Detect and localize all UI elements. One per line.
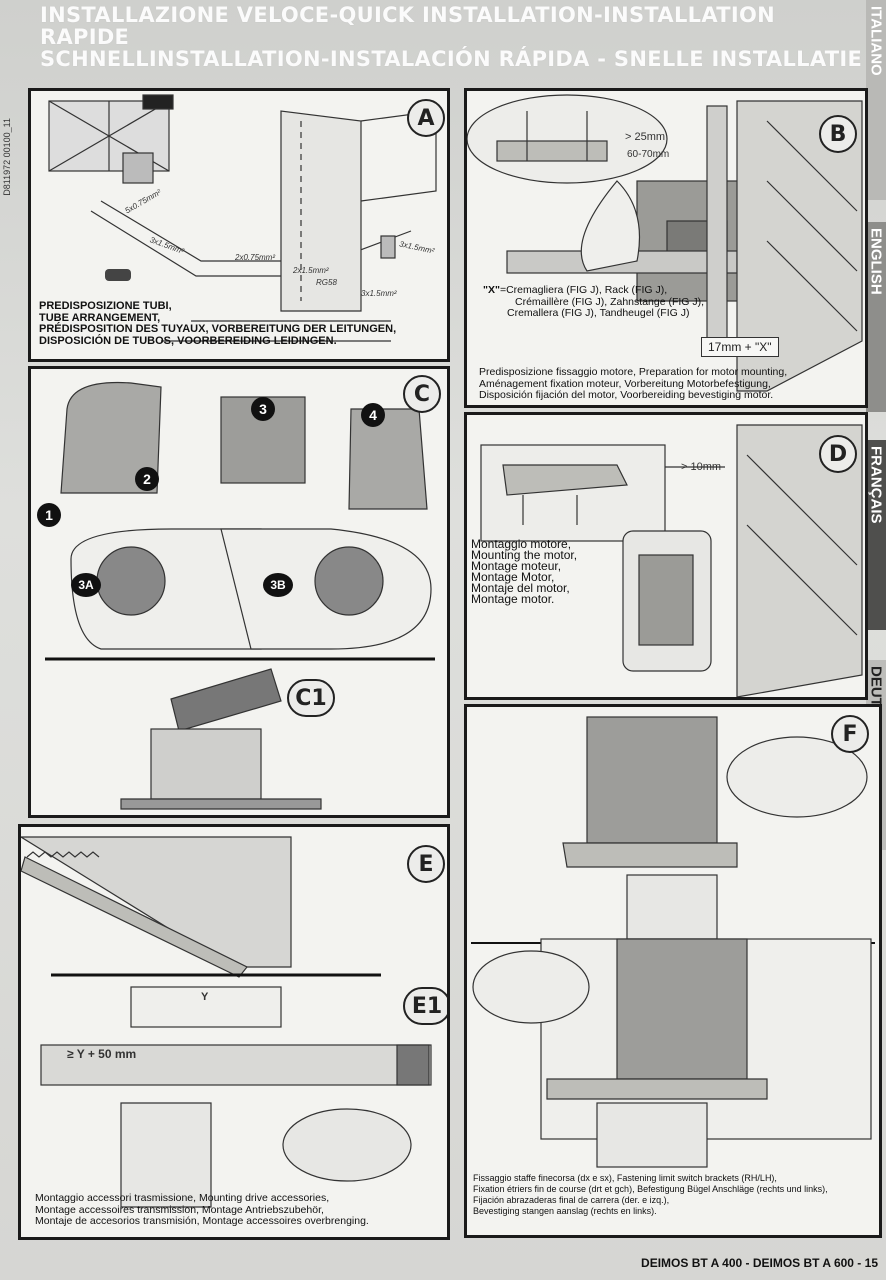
panel-b-badge: B: [819, 115, 857, 153]
caption-line: Montage accessoires transmission, Montag…: [35, 1203, 324, 1216]
panel-f-badge: F: [831, 715, 869, 753]
dimension-label: > 10mm: [681, 461, 722, 473]
step-2: 2: [135, 467, 159, 491]
panel-a: 5x0.75mm² 3x1.5mm² 2x0.75mm² 3x1.5mm² 2x…: [28, 88, 450, 362]
panel-c-badge: C: [403, 375, 441, 413]
caption-line: Montaggio motore,: [471, 537, 572, 551]
motor-mounting-illustration: [480, 424, 863, 697]
step-3b: 3B: [263, 573, 293, 597]
x-definition: "X"=Cremagliera (FIG J), Rack (FIG J), C…: [483, 284, 705, 320]
panel-c: C 1 2 3 4 3A 3B C1: [28, 366, 450, 818]
caption-line: Disposición fijación del motor, Voorbere…: [479, 389, 774, 401]
y-dimension: ≥ Y + 50 mm: [67, 1047, 137, 1061]
caption-line: Montage moteur,: [471, 559, 562, 573]
panel-e-badge: E: [407, 845, 445, 883]
wire-label: 3x1.5mm²: [361, 289, 397, 298]
x-line: Crémaillère (FIG J), Zahnstange (FIG J),: [515, 295, 705, 308]
cover-removal-illustration: [45, 381, 435, 810]
tab-italiano[interactable]: ITALIANO: [866, 0, 886, 200]
panel-d: > 10mm D Montaggio motore, Mounting the …: [464, 412, 868, 700]
panel-d-caption: Montaggio motore, Mounting the motor, Mo…: [471, 537, 578, 606]
tab-english[interactable]: ENGLISH: [866, 222, 886, 412]
step-3: 3: [251, 397, 275, 421]
wire-label: 2x1.5mm²: [293, 266, 329, 275]
caption-line: Bevestiging stangen aanslag (rechts en l…: [473, 1206, 657, 1216]
panel-b: > 25mm 60-70mm B "X"=Cremagliera (FIG J)…: [464, 88, 868, 408]
panel-e1-badge: E1: [403, 987, 447, 1025]
title-line-2: SCHNELLINSTALLATION-INSTALACIÓN RÁPIDA -…: [40, 47, 863, 71]
panel-b-caption: Predisposizione fissaggio motore, Prepar…: [479, 366, 788, 402]
panel-e: Y ≥ Y + 50 mm E E1 Montaggio accessori t…: [18, 824, 450, 1240]
step-3a: 3A: [71, 573, 101, 597]
caption-line: Fissaggio staffe finecorsa (dx e sx), Fa…: [473, 1173, 777, 1183]
panel-c1-badge: C1: [287, 679, 335, 717]
caption-line: Montage motor.: [471, 592, 555, 606]
x-label: "X": [483, 284, 500, 296]
tab-english-label: ENGLISH: [867, 228, 885, 295]
caption-line: Montaggio accessori trasmissione, Mounti…: [35, 1192, 330, 1204]
gate-conduit-illustration: [48, 94, 437, 342]
x-line: Cremallera (FIG J), Tandheugel (FIG J): [507, 307, 690, 319]
dimension-label: > 25mm: [625, 131, 666, 143]
panel-d-badge: D: [819, 435, 857, 473]
caption-line: Montaje del motor,: [471, 581, 570, 595]
panel-a-badge: A: [407, 99, 445, 137]
tab-francais[interactable]: FRANÇAIS: [866, 440, 886, 630]
x-line: =Cremagliera (FIG J), Rack (FIG J),: [499, 284, 668, 296]
tab-italiano-label: ITALIANO: [867, 6, 885, 76]
caption-line: Montage Motor,: [471, 570, 555, 584]
dimension-label: 60-70mm: [627, 149, 670, 160]
caption-line: Fijación abrazaderas final de carrera (d…: [473, 1195, 670, 1205]
rack-mounting-illustration: [21, 836, 432, 1208]
caption-line: TUBE ARRANGEMENT,: [39, 311, 161, 324]
step-1: 1: [37, 503, 61, 527]
caption-line: DISPOSICIÓN DE TUBOS, VOORBEREIDING LEID…: [39, 334, 337, 347]
caption-line: Aménagement fixation moteur, Vorbereitun…: [479, 377, 771, 390]
page-title: INSTALLAZIONE VELOCE-QUICK INSTALLATION-…: [40, 4, 870, 70]
limit-switch-illustration: [471, 716, 875, 1168]
tab-francais-label: FRANÇAIS: [867, 446, 885, 524]
panel-a-caption: PREDISPOSIZIONE TUBI, TUBE ARRANGEMENT, …: [39, 300, 397, 347]
caption-line: Mounting the motor,: [471, 548, 578, 562]
caption-line: PRÉDISPOSITION DES TUYAUX, VORBEREITUNG …: [39, 323, 397, 335]
panel-e-caption: Montaggio accessori trasmissione, Mounti…: [35, 1192, 369, 1228]
wire-label: RG58: [316, 278, 337, 287]
title-line-1: INSTALLAZIONE VELOCE-QUICK INSTALLATION-…: [40, 3, 776, 49]
caption-line: Montaje de accesorios transmisión, Monta…: [35, 1215, 369, 1227]
step-4: 4: [361, 403, 385, 427]
x-formula: 17mm + "X": [701, 337, 779, 357]
caption-line: Predisposizione fissaggio motore, Prepar…: [479, 366, 788, 378]
caption-line: Fixation étriers fin de course (drt et g…: [473, 1184, 828, 1194]
wire-label: 2x0.75mm²: [235, 253, 276, 262]
caption-line: PREDISPOSIZIONE TUBI,: [39, 300, 172, 312]
y-label: Y: [201, 991, 209, 1003]
panel-f-caption: Fissaggio staffe finecorsa (dx e sx), Fa…: [473, 1173, 828, 1217]
panel-f: F Fissaggio staffe finecorsa (dx e sx), …: [464, 704, 882, 1238]
document-id: D811972 00100_11: [2, 118, 12, 196]
motor-mount-illustration: [467, 94, 863, 392]
page-footer: DEIMOS BT A 400 - DEIMOS BT A 600 - 15: [641, 1256, 878, 1270]
